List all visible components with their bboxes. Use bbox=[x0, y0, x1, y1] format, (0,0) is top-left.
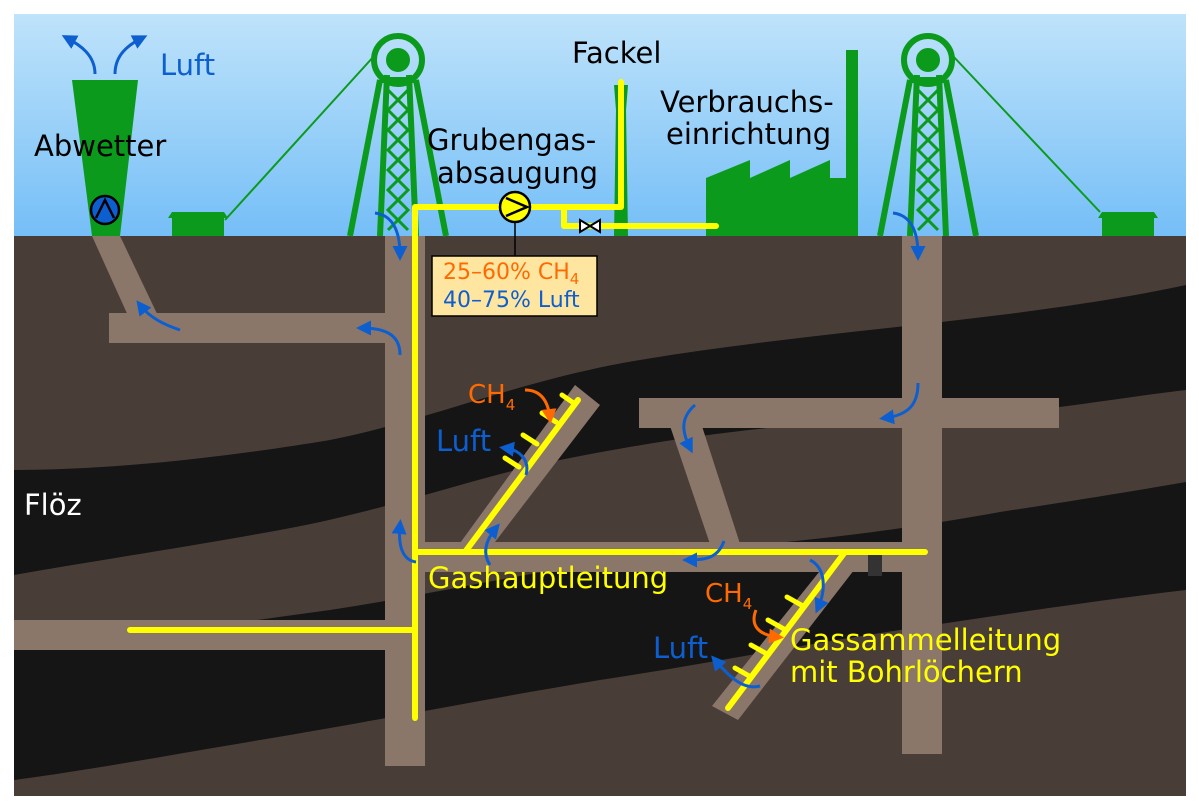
pump-icon bbox=[498, 190, 532, 258]
verbrauch-label-1: Verbrauchs- bbox=[660, 85, 834, 119]
fan-icon bbox=[89, 194, 121, 226]
ch4-label-upper: CH4 bbox=[468, 380, 515, 414]
headframe-right bbox=[877, 33, 979, 237]
valve-icon bbox=[579, 218, 601, 234]
gas-pipes bbox=[127, 79, 928, 721]
methane-arrows bbox=[524, 388, 784, 644]
small-building-right bbox=[1098, 212, 1158, 236]
verbrauch-label-2: einrichtung bbox=[666, 117, 831, 151]
headframe-left-lattice bbox=[385, 88, 411, 232]
air-arrow-out-right bbox=[113, 35, 148, 75]
methane-arrow-lower bbox=[752, 609, 784, 644]
pipe-lower-drill bbox=[725, 549, 848, 711]
air-arrow-out-left bbox=[61, 35, 97, 75]
methane-arrow-upper bbox=[524, 388, 557, 424]
luft-label-lower: Luft bbox=[653, 631, 708, 665]
infobox-ch4-line: 25–60% CH4 bbox=[443, 260, 579, 288]
guy-wire-right bbox=[951, 54, 1101, 213]
infobox-air-line: 40–75% Luft bbox=[443, 288, 580, 313]
gassammelleitung-label-1: Gassammelleitung bbox=[790, 623, 1061, 657]
seam-upper bbox=[14, 285, 1186, 575]
headframe-right-lattice bbox=[915, 88, 941, 232]
drift-bottom-left bbox=[14, 620, 394, 650]
luft-label-upper: Luft bbox=[436, 424, 491, 458]
abwetter-label: Abwetter bbox=[34, 129, 166, 163]
air-arrow-shaft-left-in bbox=[374, 211, 408, 261]
small-building-left bbox=[168, 212, 228, 236]
fackel-label: Fackel bbox=[572, 36, 661, 70]
drift-right-upper bbox=[639, 398, 1059, 428]
grubengas-label-2: absaugung bbox=[437, 156, 598, 190]
abwetter-stack bbox=[72, 80, 138, 236]
air-arrow-upper-drill bbox=[484, 523, 500, 566]
pipe-upper-drill bbox=[462, 397, 581, 555]
shaft-right bbox=[902, 236, 942, 754]
guy-wire-left bbox=[224, 54, 376, 221]
gassammelleitung-label-2: mit Bohrlöchern bbox=[790, 655, 1023, 689]
air-arrow-right-diag bbox=[679, 403, 697, 454]
air-arrow-shaft-left-up bbox=[356, 320, 402, 356]
boreholes-lower bbox=[732, 594, 806, 680]
air-arrow-shaft-right-in bbox=[892, 211, 926, 261]
factory bbox=[706, 50, 858, 236]
ch4-label-lower: CH4 bbox=[705, 579, 752, 613]
air-arrow-shaft-left-lower bbox=[391, 519, 417, 564]
air-arrow-drift-main bbox=[682, 540, 726, 568]
sky bbox=[14, 14, 1186, 238]
luft-top-label: Luft bbox=[160, 48, 215, 82]
connector bbox=[868, 550, 882, 576]
air-arrow-upper-borehole bbox=[499, 441, 529, 476]
air-arrow-lower-borehole bbox=[711, 655, 761, 689]
surface-structures bbox=[72, 33, 1158, 237]
air-flow-arrows bbox=[61, 35, 926, 689]
gashauptleitung-label: Gashauptleitung bbox=[428, 561, 668, 595]
grubengas-label-1: Grubengas- bbox=[427, 123, 596, 157]
air-arrow-shaft-right-down bbox=[879, 382, 920, 425]
floez-label: Flöz bbox=[24, 488, 82, 522]
drift-abwetter-diagonal bbox=[92, 236, 160, 320]
gas-composition-box: 25–60% CH4 40–75% Luft bbox=[431, 255, 598, 317]
air-arrow-upper-drift bbox=[136, 300, 181, 332]
air-arrow-lower-drill-entry bbox=[809, 558, 829, 614]
pipe-to-consumer bbox=[561, 204, 719, 229]
